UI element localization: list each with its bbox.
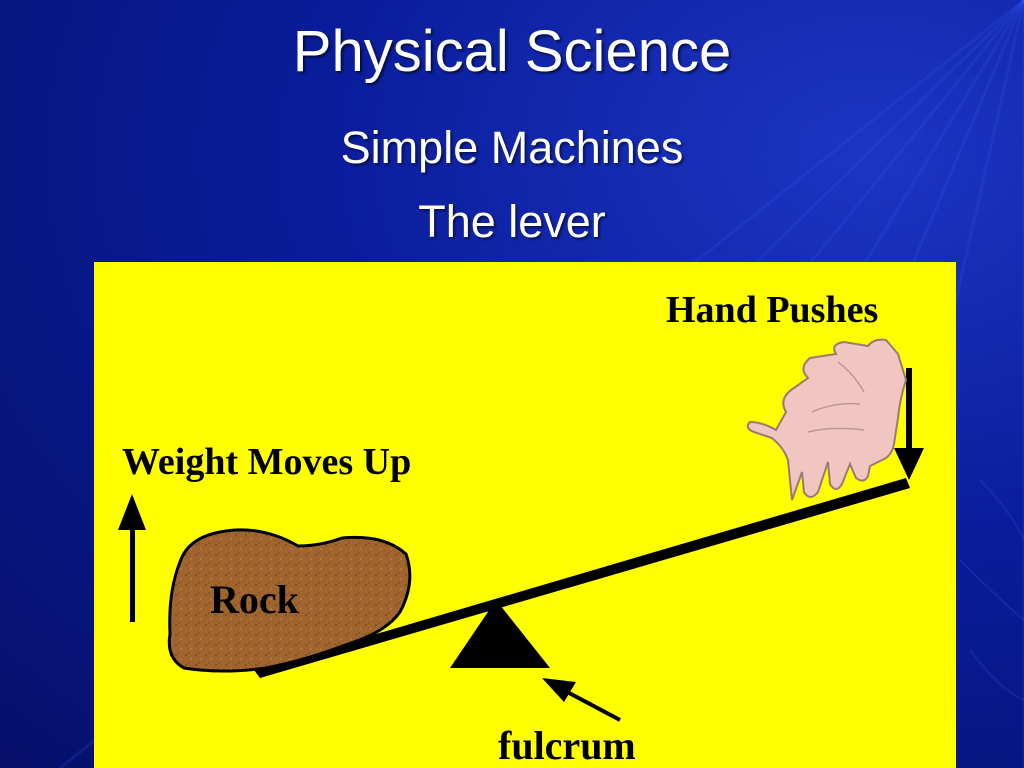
- arrow-down-icon: [894, 368, 924, 480]
- hand-icon: [746, 338, 908, 501]
- label-hand-pushes: Hand Pushes: [666, 289, 879, 331]
- fulcrum-pointer-arrow: [542, 678, 621, 722]
- label-fulcrum: fulcrum: [498, 723, 636, 768]
- slide-subtitle: Simple Machines: [340, 122, 684, 173]
- slide-topic: The lever: [418, 196, 606, 247]
- rock-icon: [167, 528, 412, 673]
- lever-diagram: [118, 338, 924, 722]
- lever-diagram-panel: Hand Pushes Weight Moves Up Rock fulcrum: [94, 262, 956, 768]
- fulcrum-icon: [450, 600, 550, 668]
- slide-title: Physical Science: [292, 19, 732, 84]
- label-weight-moves-up: Weight Moves Up: [122, 441, 412, 483]
- lever-beam: [254, 478, 910, 678]
- label-rock: Rock: [210, 577, 299, 622]
- arrow-up-icon: [118, 494, 146, 622]
